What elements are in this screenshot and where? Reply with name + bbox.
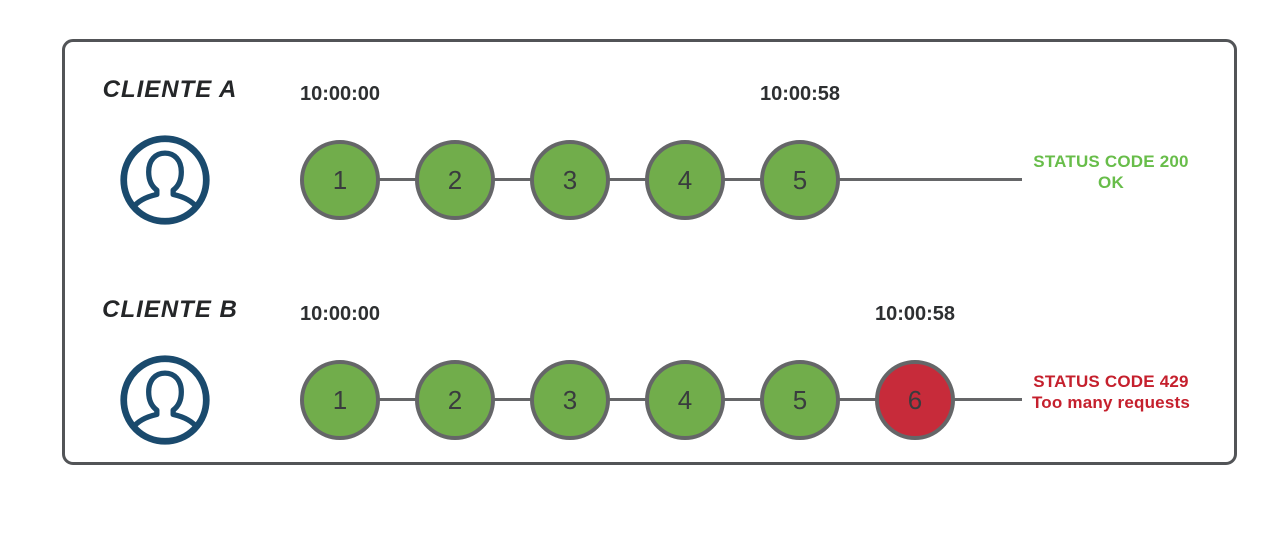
request-circle-6-rejected: 6 bbox=[875, 360, 955, 440]
request-circle-5: 5 bbox=[760, 360, 840, 440]
client-b-name: CLIENTE B bbox=[102, 296, 238, 323]
request-circle-1: 1 bbox=[300, 140, 380, 220]
status-description-text: OK bbox=[1098, 173, 1124, 192]
status-code-text: STATUS CODE 429 bbox=[1033, 372, 1189, 391]
request-circle-4: 4 bbox=[645, 360, 725, 440]
request-circle-3: 3 bbox=[530, 140, 610, 220]
request-circle-3: 3 bbox=[530, 360, 610, 440]
request-circle-5: 5 bbox=[760, 140, 840, 220]
request-circle-2: 2 bbox=[415, 360, 495, 440]
end-time-label: 10:00:58 bbox=[759, 83, 841, 105]
start-time-label: 10:00:00 bbox=[299, 303, 381, 325]
request-circle-1: 1 bbox=[300, 360, 380, 440]
request-circle-2: 2 bbox=[415, 140, 495, 220]
client-a-name: CLIENTE A bbox=[102, 76, 238, 103]
status-message: STATUS CODE 200 OK bbox=[1022, 151, 1200, 193]
end-time-label: 10:00:58 bbox=[874, 303, 956, 325]
status-code-text: STATUS CODE 200 bbox=[1033, 152, 1189, 171]
user-avatar-icon bbox=[117, 352, 213, 448]
user-avatar-icon bbox=[117, 132, 213, 228]
status-message: STATUS CODE 429 Too many requests bbox=[1022, 371, 1200, 413]
diagram-frame bbox=[62, 39, 1237, 465]
status-description-text: Too many requests bbox=[1031, 393, 1190, 412]
request-circle-4: 4 bbox=[645, 140, 725, 220]
start-time-label: 10:00:00 bbox=[299, 83, 381, 105]
